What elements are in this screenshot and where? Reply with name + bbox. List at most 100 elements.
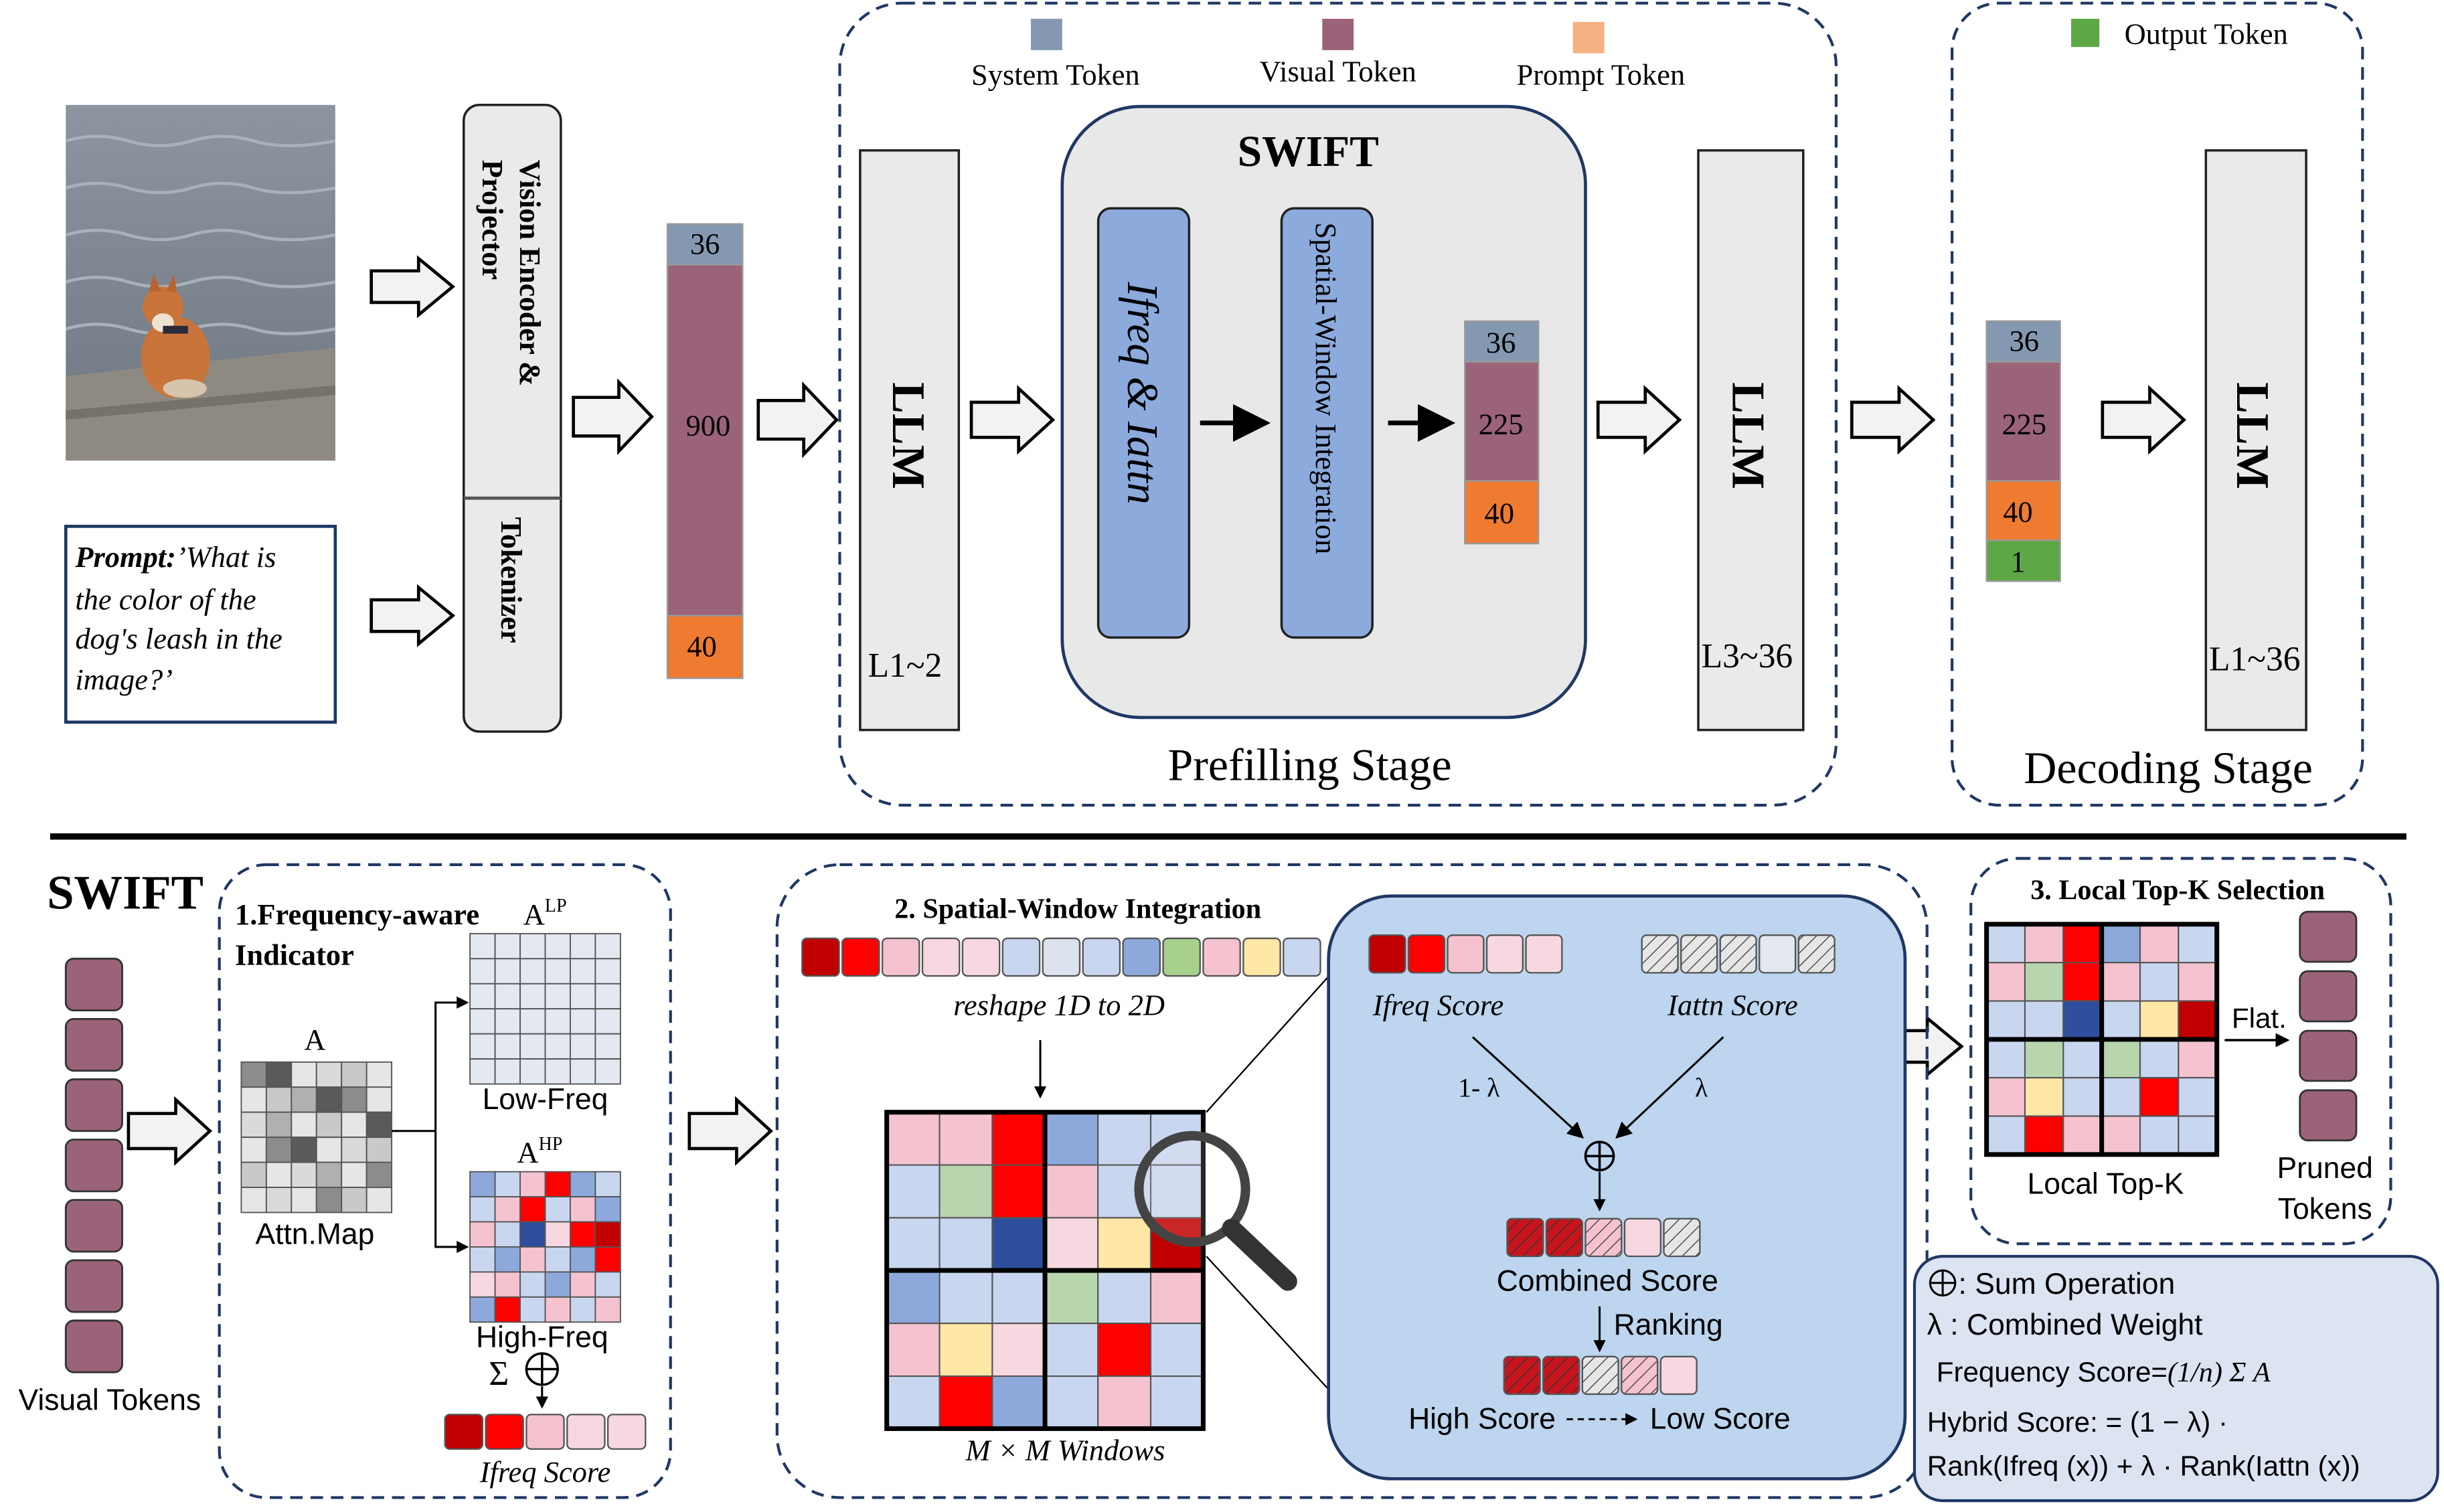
window-cell [939,1164,993,1219]
sequence-cell [961,937,1001,977]
alp-label: ALP [523,896,567,931]
lambda-label: λ [1695,1073,1708,1102]
visual-token-cell [64,1259,123,1313]
low-freq-cell [494,958,521,985]
window-cell [886,1375,941,1430]
window-cell [939,1270,993,1325]
visual-token-cell [64,1199,123,1253]
topk-cell [2024,1000,2064,1040]
magnifier-icon [1134,1130,1297,1291]
topk-cell [2139,923,2180,964]
prefilling-stage-box [838,1,1838,807]
high-freq-matrix [469,1171,621,1323]
high-freq-label: High-Freq [476,1321,608,1354]
zoom-iattn-bar [1641,934,1836,974]
low-freq-cell [494,1058,521,1085]
topk-cell [2178,1000,2218,1040]
sequence-cell [1082,937,1121,977]
sequence-cell [801,937,840,977]
bottom-swift-label: SWIFT [47,865,203,919]
attn-map-cell [265,1086,293,1113]
hollow-arrow [687,1096,773,1166]
sigma-symbol: Σ [489,1355,509,1393]
window-cell [1097,1217,1152,1272]
token-stack-1: 36 900 40 [666,223,744,679]
low-freq-cell [544,1033,571,1060]
sequence-cell [1122,937,1161,977]
combined-cell [1584,1217,1623,1258]
spatial-window-box [775,863,1929,1499]
low-freq-cell [544,983,571,1010]
high-freq-cell [594,1296,621,1323]
arrow-iattn-to-sum [1615,1036,1724,1139]
hollow-arrow [572,378,654,455]
sequence-cell [1202,937,1241,977]
low-score-label: Low Score [1650,1402,1791,1435]
attn-map-cell [240,1086,267,1113]
visual-token-cell [64,957,123,1011]
low-freq-cell [519,958,546,985]
legend-system-label: System Token [971,58,1140,91]
low-freq-cell [469,983,496,1010]
topk-cell [2139,1038,2180,1079]
ifreq-cell [444,1414,484,1450]
window-cell [1149,1270,1204,1325]
high-score-label: High Score [1408,1402,1556,1435]
pruned-token-cell [2299,1029,2358,1082]
low-freq-cell [594,983,621,1010]
hollow-arrow [1850,385,1936,455]
topk-cell [2024,962,2064,1002]
attn-map-cell [341,1187,368,1213]
combined-score-label: Combined Score [1497,1264,1718,1297]
topk-cell [2101,962,2141,1002]
ranked-cell [1621,1355,1659,1396]
freq-title-line2: Indicator [235,938,354,972]
notes-freq-score: Frequency Score=(1/n) Σ A [1937,1356,2271,1388]
low-freq-cell [469,958,496,985]
freq-title-line1: 1.Frequency-aware [235,898,479,931]
high-freq-cell [569,1171,596,1198]
high-freq-cell [569,1296,596,1323]
low-freq-cell [544,1058,571,1085]
high-freq-cell [544,1296,571,1323]
low-freq-cell [544,932,571,960]
visual-token-cell [64,1319,123,1373]
low-freq-cell [594,932,621,960]
notes-hybrid-line2: Rank(Ifreq (x)) + λ · Rank(Iattn (x)) [1927,1450,2360,1482]
attn-map-cell [265,1111,293,1139]
topk-cell [2062,962,2103,1002]
attn-map-cell [265,1187,293,1213]
hollow-arrow [1596,385,1682,455]
window-cell [1149,1323,1204,1377]
visual-token-cell [64,1139,123,1193]
window-cell [886,1270,941,1325]
llm-c-layers: L1~36 [2209,641,2301,679]
high-freq-cell [594,1196,621,1223]
topk-cell [2139,1115,2180,1155]
high-freq-cell [569,1246,596,1273]
attention-map-matrix [240,1061,393,1213]
high-freq-cell [544,1221,571,1248]
topk-grid [1984,922,2220,1157]
pruned-token-cell [2299,970,2358,1023]
hollow-arrows [127,255,2186,1166]
legend-visual-swatch [1322,19,1354,50]
high-freq-cell [494,1271,521,1298]
topk-cell [2101,1115,2141,1155]
frequency-indicator-box [218,863,672,1499]
stack3-prompt-count: 40 [2003,495,2032,528]
zoom-iattn-cell [1797,934,1836,974]
low-freq-cell [569,1008,596,1035]
notes-box [1912,1254,2439,1503]
attn-map-cell [291,1161,317,1188]
high-freq-cell [519,1221,546,1248]
token-stack-2: 36 225 40 [1464,320,1540,545]
high-freq-cell [519,1196,546,1223]
attn-map-cell [291,1187,317,1213]
sequence-cell [1283,937,1321,977]
dog-photo-icon [65,104,336,461]
topk-cell [2062,1077,2103,1117]
window-cell [886,1217,941,1272]
high-freq-cell [544,1196,571,1223]
